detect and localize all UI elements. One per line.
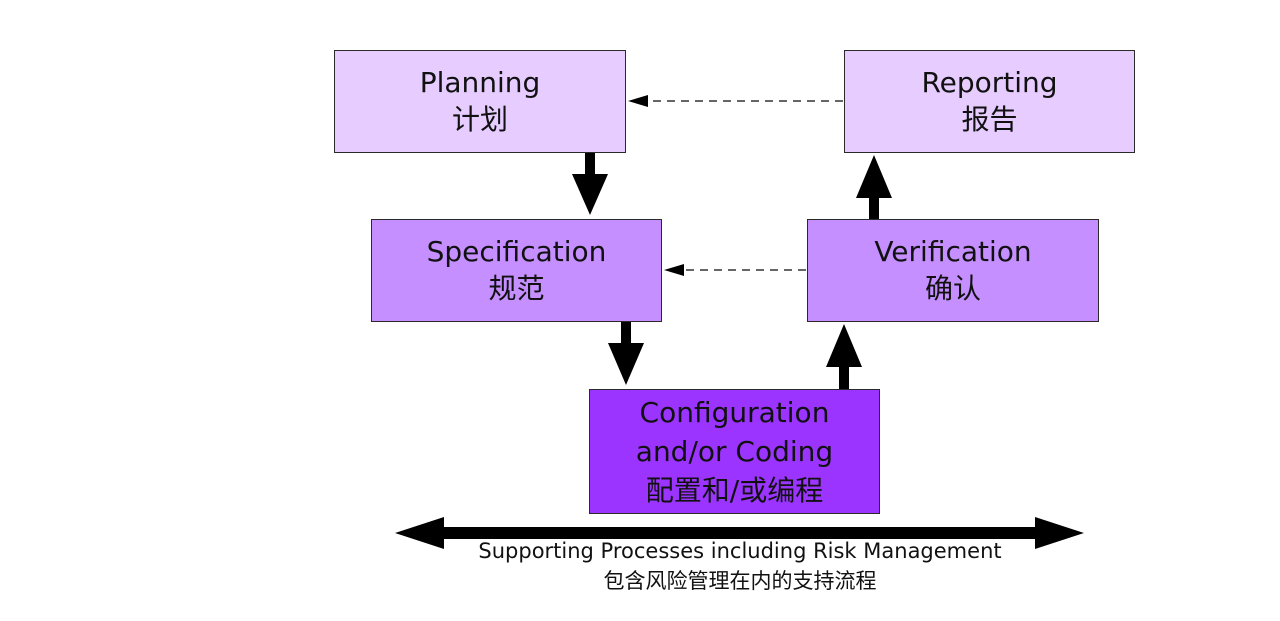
arrow-planning-to-specification: [572, 150, 608, 215]
planning-title-zh: 计划: [451, 102, 508, 136]
feedback-arrow-reporting-to-planning: [628, 95, 843, 107]
arrow-verification-to-reporting: [856, 155, 892, 222]
arrow-specification-to-configuration: [608, 319, 644, 385]
reporting-title: Reporting: [921, 65, 1058, 99]
verification-title: Verification: [874, 234, 1032, 268]
reporting-box: Reporting 报告: [844, 50, 1135, 153]
supporting-processes-double-arrow: [395, 517, 1084, 549]
specification-title: Specification: [426, 234, 607, 268]
configuration-title-line2: and/or Coding: [635, 435, 834, 468]
supporting-processes-label: Supporting Processes including Risk Mana…: [478, 539, 1002, 563]
configuration-title-zh: 配置和/或编程: [645, 474, 824, 507]
arrow-configuration-to-verification: [826, 324, 862, 392]
feedback-arrow-verification-to-specification: [664, 264, 806, 276]
planning-title: Planning: [419, 65, 541, 99]
supporting-processes-label-zh: 包含风险管理在内的支持流程: [603, 569, 877, 593]
configuration-box: Configuration and/or Coding 配置和/或编程: [589, 389, 880, 514]
verification-title-zh: 确认: [924, 271, 981, 305]
planning-box: Planning 计划: [334, 50, 626, 153]
specification-title-zh: 规范: [488, 271, 545, 305]
verification-box: Verification 确认: [807, 219, 1099, 322]
specification-box: Specification 规范: [371, 219, 662, 322]
configuration-title-line1: Configuration: [639, 396, 830, 429]
reporting-title-zh: 报告: [961, 102, 1018, 136]
